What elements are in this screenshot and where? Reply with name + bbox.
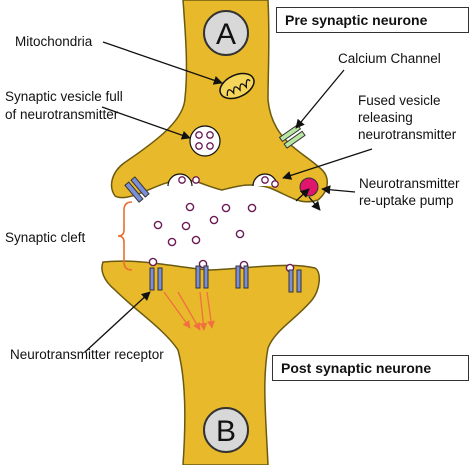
cleft-neurotransmitters <box>148 202 295 273</box>
label-fused-vesicle-3: neurotransmitter <box>358 127 457 142</box>
label-reuptake-2: re-uptake pump <box>359 193 454 208</box>
signal-arrows <box>163 291 215 331</box>
post-synaptic-box: Post synaptic neurone <box>272 355 469 381</box>
fused-vesicles <box>167 173 279 188</box>
label-receptor: Neurotransmitter receptor <box>10 347 164 362</box>
node-b-circle <box>203 407 249 453</box>
presynaptic-channel <box>124 176 150 203</box>
label-reuptake-1: Neurotransmitter <box>359 176 460 191</box>
label-fused-vesicle-1: Fused vesicle <box>358 93 441 108</box>
label-synaptic-cleft: Synaptic cleft <box>5 230 86 245</box>
node-b-letter: B <box>216 415 236 448</box>
label-fused-vesicle-2: releasing <box>358 110 413 125</box>
node-a-letter: A <box>216 18 236 51</box>
pre-synaptic-box: Pre synaptic neurone <box>276 7 469 33</box>
pointer-arrows <box>84 41 373 353</box>
label-synaptic-vesicle-2: of neurotransmitter <box>5 107 119 122</box>
calcium-channel <box>278 124 306 149</box>
synaptic-cleft-brace <box>117 201 133 271</box>
label-calcium-channel: Calcium Channel <box>338 51 441 66</box>
synaptic-vesicle <box>189 125 221 157</box>
label-mitochondria: Mitochondria <box>15 34 93 49</box>
mitochondrion <box>219 72 255 100</box>
label-synaptic-vesicle-1: Synaptic vesicle full <box>5 89 123 104</box>
postsynaptic-receptors <box>149 265 302 293</box>
reuptake-pump <box>299 177 319 197</box>
node-a-circle <box>203 10 249 56</box>
post-synaptic-neurone <box>101 260 320 465</box>
